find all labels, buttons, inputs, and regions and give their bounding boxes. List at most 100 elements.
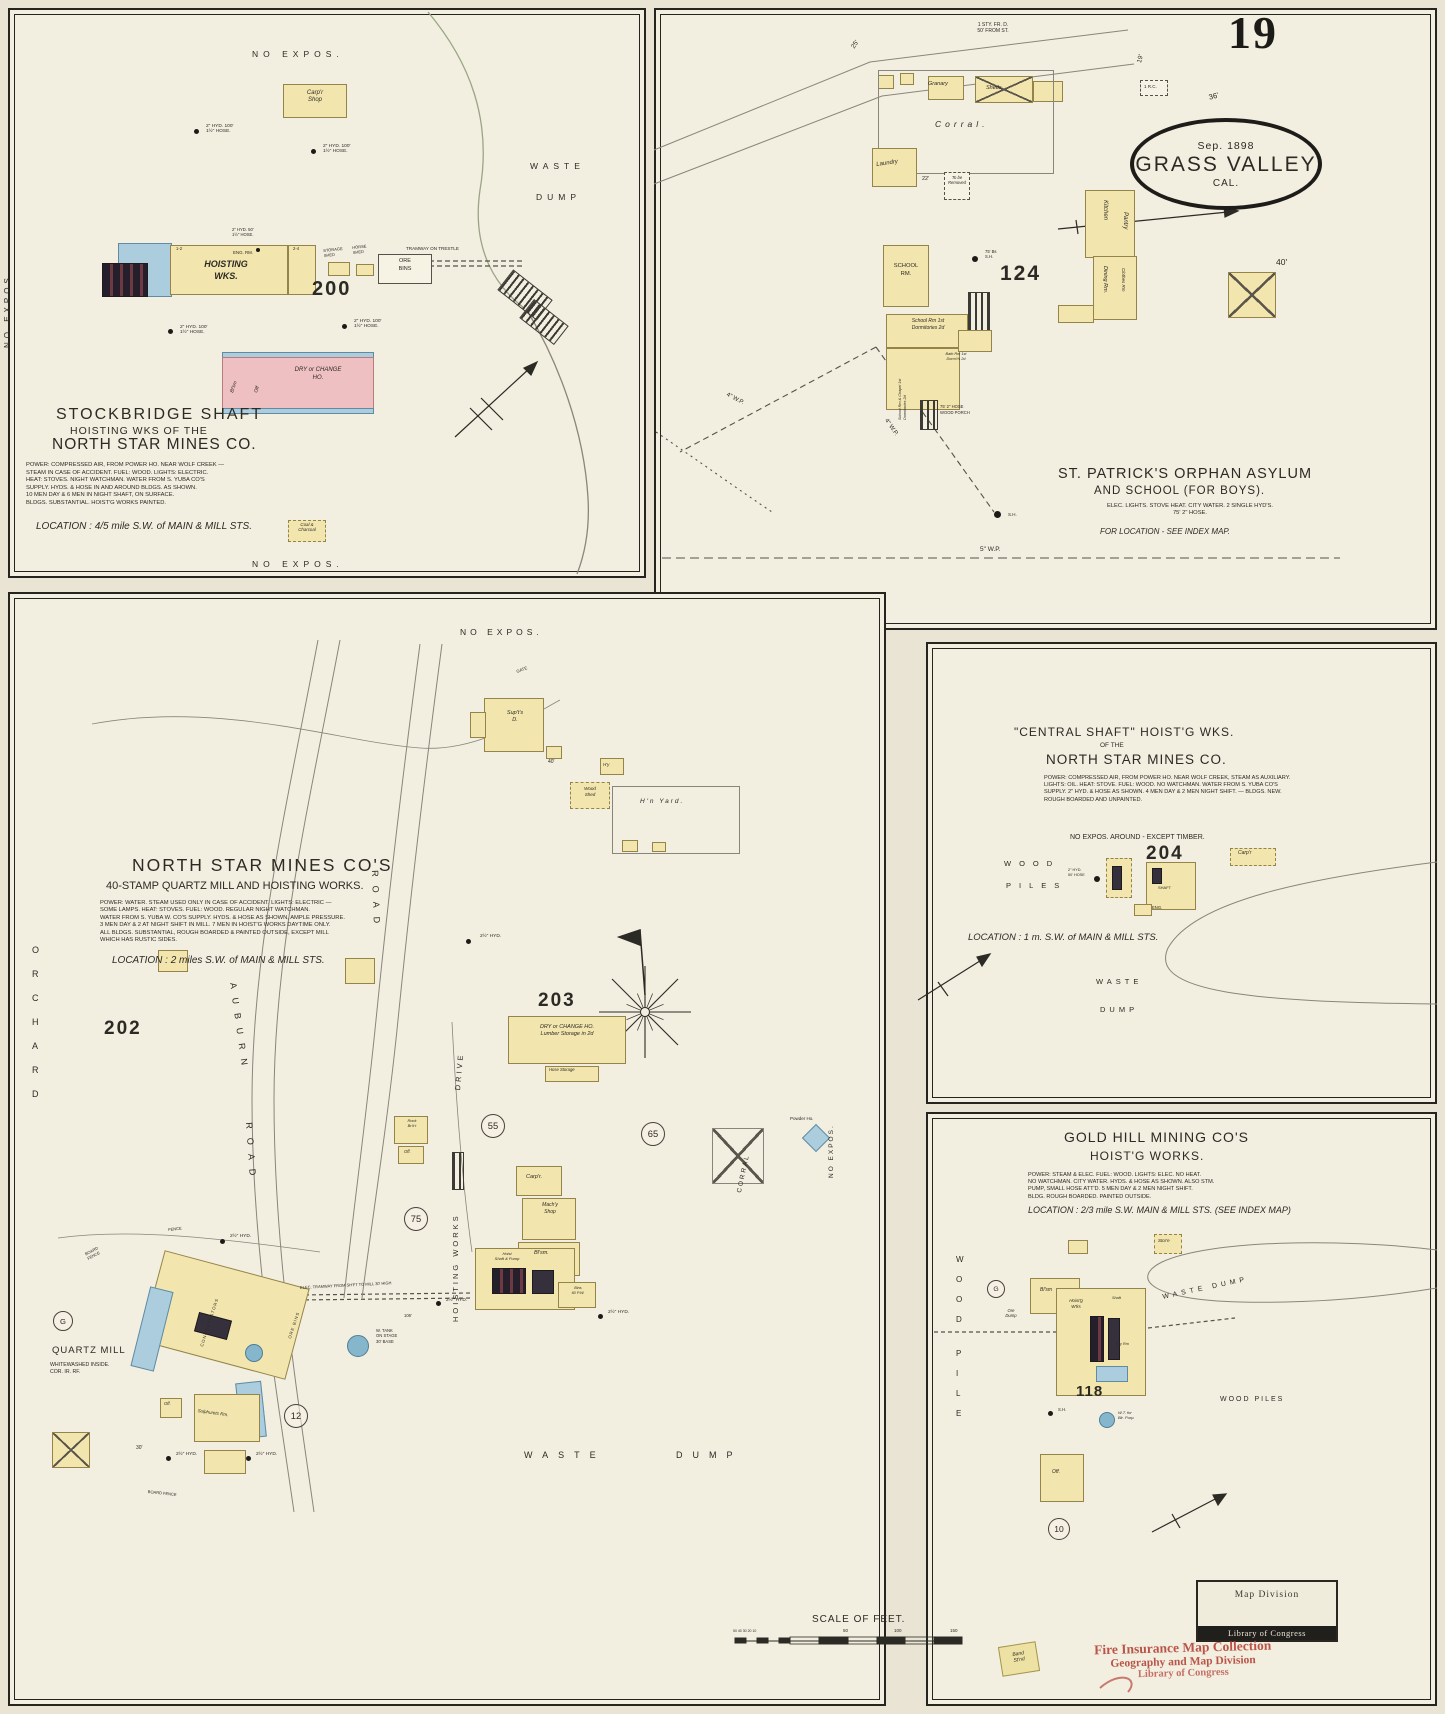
hoisting-works-main [170,245,288,295]
quartz-mill-label: QUARTZ MILL [52,1345,126,1356]
circled-number: 12 [284,1404,308,1428]
dim-22: 22' [922,176,930,182]
sheet-number: 19 [1228,7,1278,58]
compass-arrow [454,360,539,438]
horse-shed [356,264,374,276]
scale-number: 100 [894,1628,902,1633]
scale-number: 50 [843,1628,849,1633]
office-small [398,1146,424,1164]
gold-hill-title-2: HOIST'G WORKS. [1090,1149,1205,1163]
machine-shop [522,1198,576,1240]
area-number-202: 202 [104,1018,142,1039]
wood-shed [570,782,610,809]
storage-shed [1154,1234,1182,1254]
area-number-200: 200 [312,278,352,300]
corral-label: Corral. [935,119,989,129]
wood-piles-label: PILES [1006,881,1068,890]
hydrant-dot [465,938,471,944]
small-structure [1068,1240,1088,1254]
sheds-label: Sheds [986,85,1002,91]
machinery [1090,1316,1104,1362]
story-note: 2-4 [293,246,300,251]
asylum-title-1: ST. PATRICK'S ORPHAN ASYLUM [1058,466,1313,482]
hydrant-note: 2½" HYD. [230,1234,252,1239]
hydrant-note: 2½" HYD. [256,1452,278,1457]
dry-change-label: DRY or CHANGE HO. Lumber Storage in 2d [539,1024,595,1037]
superintendent-label: Sup't's D. [506,710,524,723]
hydrant-note: 2½" HYD. [480,934,502,939]
hay-label: H'y [603,762,610,767]
hydrant-note: 2" HYD. 100' 1½" HOSE. [354,319,382,330]
superintendent-dwelling [484,698,544,752]
gold-hill-title-1: GOLD HILL MINING CO'S [1064,1129,1249,1145]
circled-number: G [53,1311,73,1331]
ore-dump-label: Ore Dump [1005,1308,1017,1318]
gold-hill-location: LOCATION : 2/3 mile S.W. MAIN & MILL STS… [1028,1205,1291,1215]
bins-label: Bins 60 P.W. [571,1286,585,1295]
hose-porch-note: 75' 2" HOSE WOOD PORCH [940,404,970,415]
p3-no-expos-top: NO EXPOS. [460,627,543,637]
hydrant-note: 2½" HYD. [446,1298,468,1303]
circled-number: 75 [404,1207,428,1231]
central-shaft-title-1: "CENTRAL SHAFT" HOIST'G WKS. [1014,725,1235,739]
pantry-label: Pantry [1122,212,1128,230]
hoist-works-label: Hoist'g W'ks [1069,1298,1083,1309]
northstar-location: LOCATION : 2 miles S.W. of MAIN & MILL S… [112,955,325,966]
rc-label: 1 R.C. [1144,84,1157,89]
road-label: ROAD [370,870,383,933]
corral-pen [712,1128,764,1184]
scale-bar [734,1636,963,1645]
hydrant-note: 2" HYD. 50' HOSE [1068,868,1085,877]
hydrant-dot [972,256,978,262]
circled-number: 10 [1048,1518,1070,1540]
shaft-label: SHAFT [1158,885,1172,890]
water-pipe-line [655,346,1340,559]
central-shaft-title-2: OF THE [1100,742,1124,749]
compass-arrow [1151,1493,1228,1533]
cartouche-date: Sep. 1898 [1197,139,1255,152]
water-tank-dot [1099,1412,1115,1428]
gold-hill-notes: POWER: STEAM & ELEC. FUEL: WOOD. LIGHTS:… [1028,1172,1215,1200]
waste-dump-label: DUMP [536,192,582,202]
area-number-118: 118 [1076,1383,1104,1400]
coal-charcoal-label: Coal & Charcoal [298,522,316,532]
cartouche-state: CAL. [1212,177,1240,189]
stairs [452,1152,464,1190]
hoist-shaft-label: Hoist Shaft & Pump [494,1251,520,1261]
hydrant-dot [165,1455,171,1461]
stockbridge-notes: POWER: COMPRESSED AIR, FROM POWER HO. NE… [26,462,225,506]
rock-breaker [394,1116,428,1144]
hydrant-note: 2" HYD. 50' 1½" HOSE. [232,227,254,237]
hydrant-dot [245,1455,251,1461]
hen-yard [612,786,740,854]
asylum-dim-note: 1 STY. FR. D. 50' FROM ST. [977,22,1009,35]
no-expos-note: NO EXPOS. AROUND - EXCEPT TIMBER. [1070,834,1205,841]
carpenter-label: Carp'r [1238,850,1252,856]
office-label: Off. [1052,1469,1061,1475]
stockbridge-title-2: HOISTING WKS OF THE [70,425,208,437]
circled-number: G [987,1280,1005,1298]
coop [622,840,638,852]
office-label: Off. [404,1149,411,1154]
p3-no-expos-right: NO EXPOS. [828,1124,835,1178]
carpenter-shop [516,1166,562,1196]
asylum-ext [1058,305,1094,323]
hydrant-dot [1094,876,1100,882]
p1-no-expos-top: NO EXPOS. [252,49,344,59]
dry-change-label: DRY or CHANGE HO. [294,367,342,381]
wood-piles-label: WOOD [1004,859,1061,868]
x-braced-pen [52,1432,90,1468]
panel-st-patricks [654,8,1437,630]
office-label: Off. [164,1401,171,1406]
survey-flag [616,928,646,996]
central-shaft-title-3: NORTH STAR MINES CO. [1046,752,1227,767]
creek-line [427,11,590,575]
scale-number: 150 [950,1628,958,1633]
northstar-notes: POWER: WATER. STEAM USED ONLY IN CASE OF… [100,900,345,944]
hydrant-dot [167,328,173,334]
tramway-label: TRAMWAY ON TRESTLE [406,246,459,251]
hose-house-note: 75' Bs S.H. [985,249,997,259]
dining-clothes [1093,256,1137,320]
machinery [1108,1318,1120,1360]
